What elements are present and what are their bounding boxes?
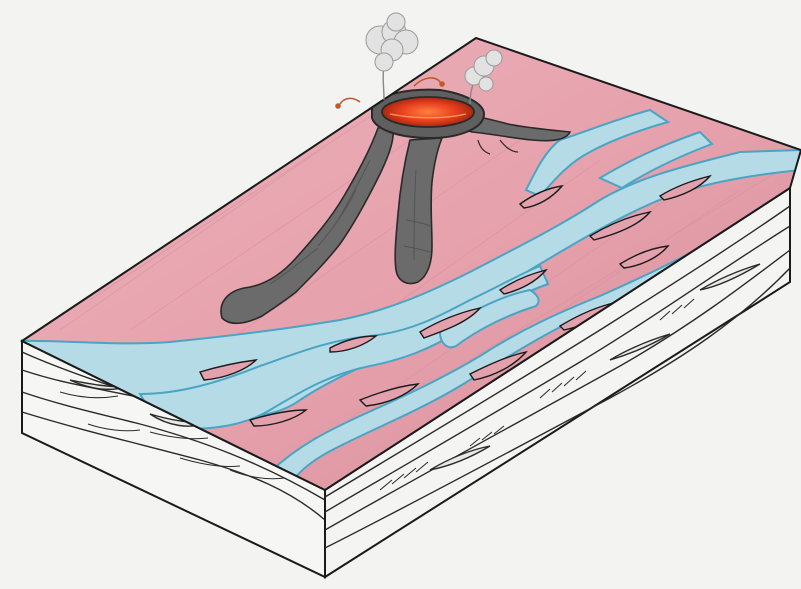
diagram-canvas [0, 0, 801, 589]
block-diagram [0, 0, 801, 589]
